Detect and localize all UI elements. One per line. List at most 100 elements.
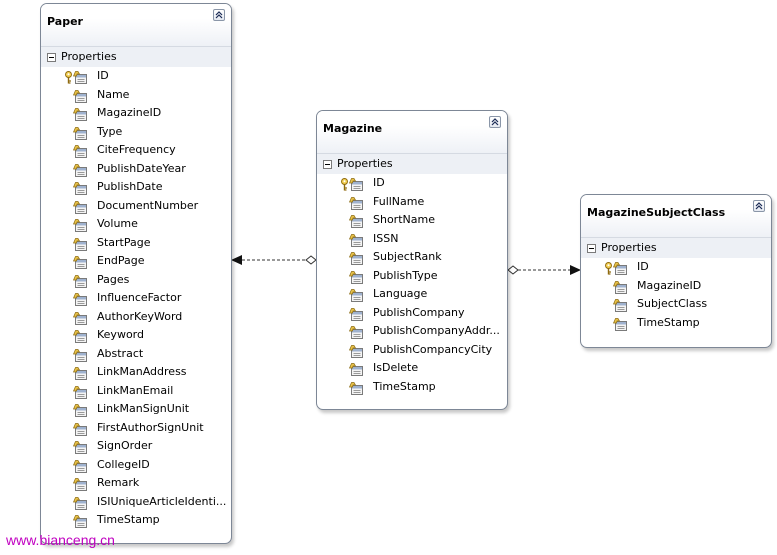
property-row[interactable]: SubjectClass bbox=[581, 295, 771, 314]
property-row[interactable]: PublishType bbox=[317, 267, 507, 286]
property-icon bbox=[72, 106, 88, 121]
property-name: PublishCompanyAddr... bbox=[373, 324, 500, 337]
section-label: Properties bbox=[337, 157, 393, 170]
property-row[interactable]: PublishCompanyAddr... bbox=[317, 322, 507, 341]
property-row[interactable]: LinkManAddress bbox=[41, 363, 231, 382]
property-row[interactable]: LinkManSignUnit bbox=[41, 400, 231, 419]
minus-icon[interactable] bbox=[323, 160, 332, 169]
property-icon bbox=[72, 421, 88, 436]
property-row[interactable]: CiteFrequency bbox=[41, 141, 231, 160]
property-icon bbox=[72, 162, 88, 177]
chevron-up-icon[interactable] bbox=[753, 200, 765, 212]
property-icon bbox=[348, 250, 364, 265]
property-row[interactable]: LinkManEmail bbox=[41, 382, 231, 401]
minus-icon[interactable] bbox=[587, 244, 596, 253]
property-row[interactable]: ISIUniqueArticleIdenti... bbox=[41, 493, 231, 512]
property-row[interactable]: ShortName bbox=[317, 211, 507, 230]
property-row[interactable]: Remark bbox=[41, 474, 231, 493]
property-name: Pages bbox=[97, 272, 130, 286]
property-name: SubjectClass bbox=[637, 297, 708, 310]
property-row[interactable]: StartPage bbox=[41, 234, 231, 253]
property-row[interactable]: Type bbox=[41, 123, 231, 142]
property-row[interactable]: SignOrder bbox=[41, 437, 231, 456]
property-row[interactable]: Abstract bbox=[41, 345, 231, 364]
property-row[interactable]: AuthorKeyWord bbox=[41, 308, 231, 327]
property-row[interactable]: ID bbox=[41, 67, 231, 86]
property-row[interactable]: SubjectRank bbox=[317, 248, 507, 267]
properties-section[interactable]: Properties bbox=[581, 238, 771, 258]
property-icon bbox=[72, 291, 88, 306]
property-row[interactable]: Keyword bbox=[41, 326, 231, 345]
property-name: InfluenceFactor bbox=[97, 291, 182, 304]
property-name: TimeStamp bbox=[637, 315, 700, 329]
property-icon bbox=[348, 213, 364, 228]
property-row[interactable]: TimeStamp bbox=[41, 511, 231, 530]
property-icon bbox=[612, 297, 628, 312]
key-icon bbox=[340, 176, 349, 191]
property-name: PublishDate bbox=[97, 180, 163, 193]
entity-header: MagazineSubjectClass bbox=[581, 195, 771, 238]
property-row[interactable]: PublishCompancyCity bbox=[317, 341, 507, 360]
property-name: EndPage bbox=[97, 254, 145, 267]
property-row[interactable]: Pages bbox=[41, 271, 231, 290]
properties-section[interactable]: Properties bbox=[317, 154, 507, 174]
property-row[interactable]: MagazineID bbox=[581, 277, 771, 296]
property-icon bbox=[72, 513, 88, 528]
property-icon bbox=[72, 217, 88, 232]
property-icon bbox=[72, 69, 88, 84]
property-row[interactable]: PublishDate bbox=[41, 178, 231, 197]
association-paper-magazine[interactable] bbox=[231, 255, 317, 265]
section-label: Properties bbox=[601, 241, 657, 254]
property-name: PublishType bbox=[373, 268, 438, 282]
property-icon bbox=[72, 328, 88, 343]
property-name: ID bbox=[373, 176, 385, 189]
property-icon bbox=[72, 180, 88, 195]
chevron-up-icon[interactable] bbox=[489, 116, 501, 128]
property-row[interactable]: ISSN bbox=[317, 230, 507, 249]
property-icon bbox=[348, 232, 364, 247]
property-name: ISSN bbox=[373, 231, 399, 245]
chevron-up-icon[interactable] bbox=[213, 9, 225, 21]
property-row[interactable]: TimeStamp bbox=[317, 378, 507, 397]
property-name: IsDelete bbox=[373, 361, 419, 374]
properties-section[interactable]: Properties bbox=[41, 47, 231, 67]
property-name: ID bbox=[97, 69, 109, 82]
property-row[interactable]: PublishDateYear bbox=[41, 160, 231, 179]
property-icon bbox=[72, 310, 88, 325]
diamond-icon bbox=[507, 265, 519, 275]
association-magazine-subjectclass[interactable] bbox=[507, 265, 581, 275]
property-icon bbox=[72, 273, 88, 288]
property-row[interactable]: ID bbox=[581, 258, 771, 277]
property-row[interactable]: Volume bbox=[41, 215, 231, 234]
property-row[interactable]: IsDelete bbox=[317, 359, 507, 378]
property-name: AuthorKeyWord bbox=[97, 309, 183, 323]
property-row[interactable]: FirstAuthorSignUnit bbox=[41, 419, 231, 438]
property-row[interactable]: ID bbox=[317, 174, 507, 193]
property-icon bbox=[612, 279, 628, 294]
property-icon bbox=[72, 495, 88, 510]
property-icon bbox=[72, 439, 88, 454]
property-row[interactable]: Language bbox=[317, 285, 507, 304]
property-row[interactable]: EndPage bbox=[41, 252, 231, 271]
minus-icon[interactable] bbox=[47, 53, 56, 62]
key-icon bbox=[64, 69, 73, 84]
property-row[interactable]: MagazineID bbox=[41, 104, 231, 123]
property-row[interactable]: PublishCompany bbox=[317, 304, 507, 323]
property-row[interactable]: FullName bbox=[317, 193, 507, 212]
property-row[interactable]: Name bbox=[41, 86, 231, 105]
property-name: ISIUniqueArticleIdenti... bbox=[97, 494, 227, 508]
property-row[interactable]: InfluenceFactor bbox=[41, 289, 231, 308]
property-name: PublishCompancyCity bbox=[373, 342, 493, 356]
property-row[interactable]: DocumentNumber bbox=[41, 197, 231, 216]
property-name: ShortName bbox=[373, 213, 435, 226]
property-row[interactable]: CollegeID bbox=[41, 456, 231, 475]
property-row[interactable]: TimeStamp bbox=[581, 314, 771, 333]
property-icon bbox=[612, 260, 628, 275]
property-icon bbox=[72, 402, 88, 417]
property-icon bbox=[348, 269, 364, 284]
property-name: MagazineID bbox=[637, 278, 702, 292]
